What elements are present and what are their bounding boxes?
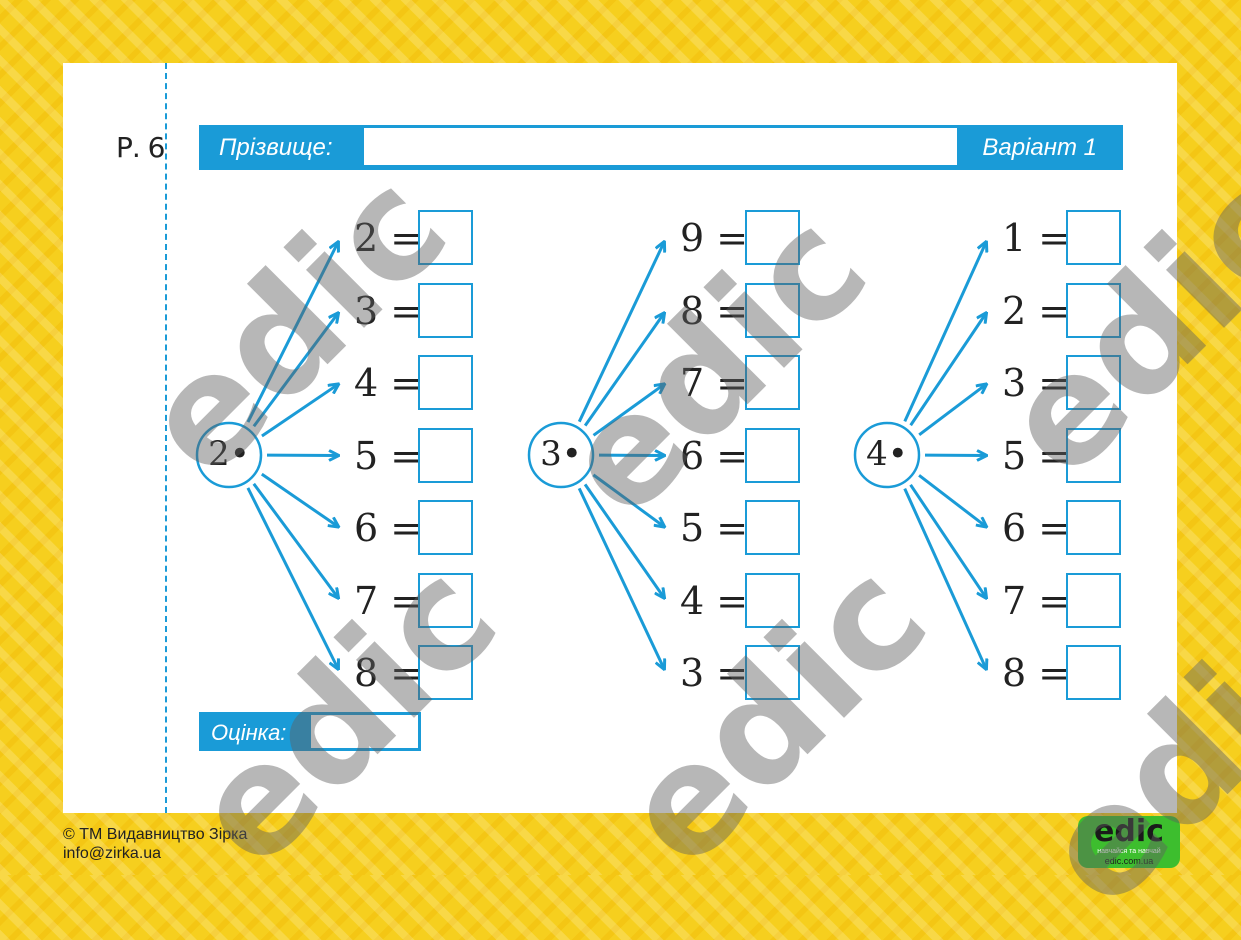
logo-url: edic.com.ua xyxy=(1078,856,1180,866)
equation-factor: 6 = xyxy=(680,434,748,478)
answer-box[interactable] xyxy=(418,210,473,265)
equation-factor: 2 = xyxy=(1002,289,1070,333)
answer-box[interactable] xyxy=(1066,500,1121,555)
equation-factor: 5 = xyxy=(680,506,748,550)
arrow xyxy=(254,484,338,598)
arrow xyxy=(911,485,986,598)
answer-box[interactable] xyxy=(1066,645,1121,700)
logo-word: edic xyxy=(1078,817,1180,847)
footer: © ТМ Видавництво Зірка info@zirka.ua xyxy=(63,825,247,863)
grade-label: Оцінка: xyxy=(211,720,286,746)
arrow xyxy=(262,384,338,436)
equation-factor: 8 = xyxy=(680,289,748,333)
equation-factor: 8 = xyxy=(354,651,422,695)
arrow xyxy=(585,313,664,425)
arrow xyxy=(593,475,664,527)
answer-box[interactable] xyxy=(745,645,800,700)
grade-bar: Оцінка: xyxy=(199,712,421,751)
hub-multiplier: 3• xyxy=(529,434,593,474)
copyright-text: © ТМ Видавництво Зірка xyxy=(63,825,247,844)
hub-multiplier: 4• xyxy=(855,434,919,474)
answer-box[interactable] xyxy=(1066,428,1121,483)
answer-box[interactable] xyxy=(1066,210,1121,265)
arrow xyxy=(919,384,986,434)
equation-factor: 4 = xyxy=(680,579,748,623)
equation-factor: 3 = xyxy=(1002,361,1070,405)
answer-box[interactable] xyxy=(745,283,800,338)
equation-factor: 9 = xyxy=(680,216,748,260)
equation-factor: 7 = xyxy=(1002,579,1070,623)
arrow xyxy=(254,313,338,426)
edic-logo[interactable]: edic навчайся та навчай edic.com.ua xyxy=(1078,816,1180,868)
equation-factor: 6 = xyxy=(354,506,422,550)
equation-factor: 1 = xyxy=(1002,216,1070,260)
equation-factor: 4 = xyxy=(354,361,422,405)
equation-factor: 2 = xyxy=(354,216,422,260)
answer-box[interactable] xyxy=(745,210,800,265)
email-link[interactable]: info@zirka.ua xyxy=(63,844,247,863)
arrow xyxy=(911,313,986,425)
equation-factor: 5 = xyxy=(354,434,422,478)
arrow xyxy=(585,484,664,597)
answer-box[interactable] xyxy=(418,355,473,410)
answer-box[interactable] xyxy=(418,645,473,700)
grade-input[interactable] xyxy=(311,715,418,748)
answer-box[interactable] xyxy=(745,573,800,628)
answer-box[interactable] xyxy=(418,500,473,555)
equation-factor: 7 = xyxy=(354,579,422,623)
arrow xyxy=(919,475,986,526)
answer-box[interactable] xyxy=(418,573,473,628)
answer-box[interactable] xyxy=(1066,355,1121,410)
answer-box[interactable] xyxy=(1066,573,1121,628)
answer-box[interactable] xyxy=(418,283,473,338)
answer-box[interactable] xyxy=(418,428,473,483)
arrow xyxy=(262,474,338,526)
answer-box[interactable] xyxy=(1066,283,1121,338)
equation-factor: 6 = xyxy=(1002,506,1070,550)
answer-box[interactable] xyxy=(745,500,800,555)
arrow xyxy=(594,384,664,435)
equation-factor: 7 = xyxy=(680,361,748,405)
hub-multiplier: 2• xyxy=(197,434,261,474)
equation-factor: 5 = xyxy=(1002,434,1070,478)
equation-factor: 3 = xyxy=(354,289,422,333)
equation-factor: 8 = xyxy=(1002,651,1070,695)
equation-factor: 3 = xyxy=(680,651,748,695)
answer-box[interactable] xyxy=(745,428,800,483)
answer-box[interactable] xyxy=(745,355,800,410)
